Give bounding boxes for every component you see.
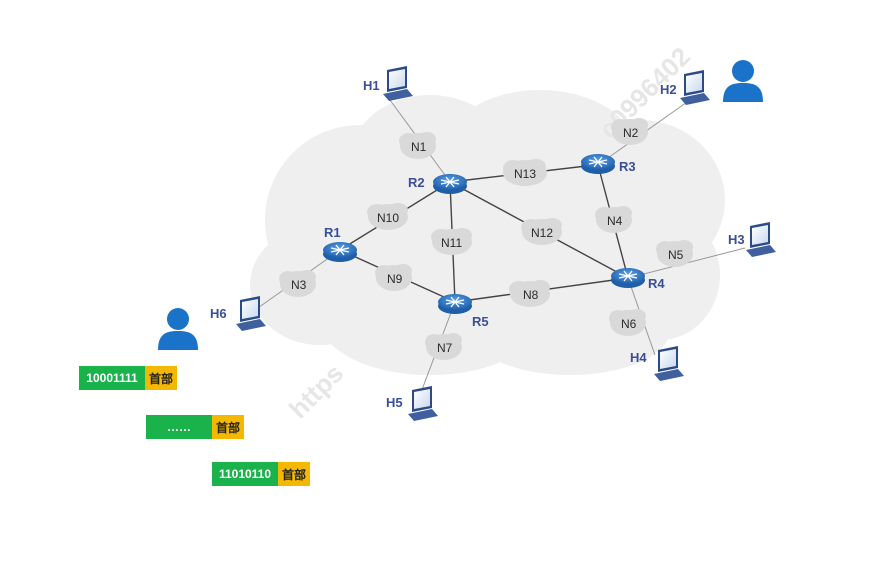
network-label: N6 — [621, 317, 637, 331]
network-N4: N4 — [595, 206, 632, 233]
network-label: N12 — [531, 226, 553, 240]
network-label: N1 — [411, 140, 427, 154]
network-N5: N5 — [656, 240, 693, 267]
network-N2: N2 — [611, 118, 648, 145]
network-N10: N10 — [367, 203, 408, 230]
network-N1: N1 — [399, 132, 436, 159]
user-icon-top-right — [723, 60, 763, 102]
router-R4: R4 — [611, 268, 665, 291]
router-label: R4 — [648, 276, 665, 291]
host-H1: H1 — [363, 66, 413, 101]
packet-header: 首部 — [212, 415, 244, 439]
router-R3: R3 — [581, 154, 636, 174]
packet-1: 10001111 首部 — [79, 366, 177, 390]
host-H5: H5 — [386, 386, 438, 421]
packet-3: 11010110 首部 — [212, 462, 310, 486]
hosts: H1 H2 H3 H4 H5 — [210, 66, 776, 421]
network-label: N7 — [437, 341, 453, 355]
router-R5: R5 — [438, 294, 489, 329]
network-label: N5 — [668, 248, 684, 262]
network-label: N10 — [377, 211, 399, 225]
host-label: H2 — [660, 82, 677, 97]
network-clouds: N1 N2 N3 N4 N5 — [279, 118, 693, 360]
watermark-text-1: https — [283, 358, 349, 424]
router-R1: R1 — [323, 225, 357, 262]
network-N11: N11 — [431, 228, 472, 255]
host-label: H1 — [363, 78, 380, 93]
host-label: H3 — [728, 232, 745, 247]
network-N12: N12 — [521, 218, 562, 245]
host-H4: H4 — [630, 346, 684, 381]
network-N9: N9 — [375, 264, 412, 291]
host-H2: H2 — [660, 70, 710, 105]
network-label: N8 — [523, 288, 539, 302]
packet-header: 首部 — [145, 366, 177, 390]
user-icon-left — [158, 308, 198, 350]
network-label: N2 — [623, 126, 639, 140]
network-N3: N3 — [279, 270, 316, 297]
network-label: N11 — [441, 236, 462, 250]
router-label: R1 — [324, 225, 341, 240]
packet-bits: 11010110 — [212, 462, 278, 486]
packet-2: …… 首部 — [146, 415, 244, 439]
routers: R1 R2 R3 R4 R5 — [323, 154, 665, 329]
host-label: H5 — [386, 395, 403, 410]
network-N6: N6 — [609, 309, 646, 336]
network-N7: N7 — [425, 333, 462, 360]
host-label: H4 — [630, 350, 647, 365]
router-R2: R2 — [408, 174, 467, 194]
network-N8: N8 — [509, 280, 550, 307]
network-label: N3 — [291, 278, 307, 292]
packet-bits: …… — [146, 415, 212, 439]
router-label: R2 — [408, 175, 425, 190]
packet-header: 首部 — [278, 462, 310, 486]
host-label: H6 — [210, 306, 227, 321]
router-label: R5 — [472, 314, 489, 329]
packet-bits: 10001111 — [79, 366, 145, 390]
host-H3: H3 — [728, 222, 776, 257]
network-label: N9 — [387, 272, 403, 286]
host-H6: H6 — [210, 296, 266, 331]
network-N13: N13 — [503, 159, 547, 186]
router-label: R3 — [619, 159, 636, 174]
network-label: N13 — [514, 167, 536, 181]
internet-cloud — [250, 90, 725, 375]
network-label: N4 — [607, 214, 623, 228]
